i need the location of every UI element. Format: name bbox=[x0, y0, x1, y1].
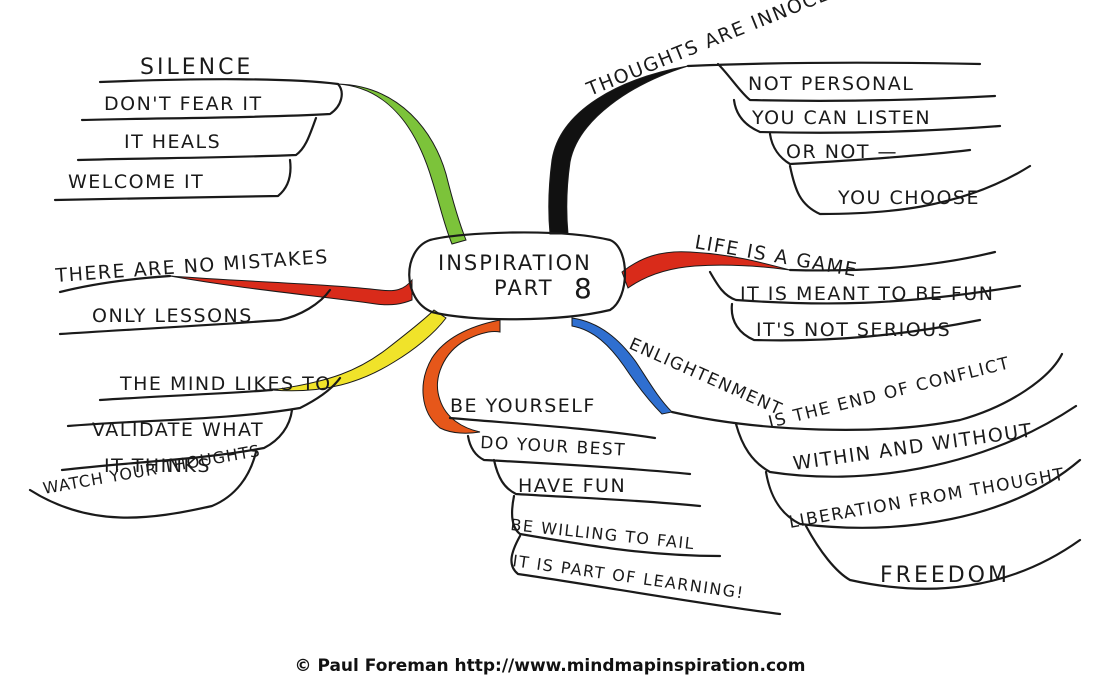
branch-mistakes-stroke bbox=[169, 275, 413, 306]
branch-silence-stroke bbox=[337, 83, 467, 245]
silence-title: SILENCE bbox=[140, 55, 253, 80]
yourself-lines bbox=[448, 416, 782, 616]
center-line2: PART bbox=[494, 276, 554, 300]
branch-thoughts: THOUGHTS ARE INNOCENT NOT PERSONAL YOU C… bbox=[583, 0, 1032, 216]
branch-yourself: BE YOURSELF DO YOUR BEST HAVE FUN BE WIL… bbox=[448, 395, 782, 616]
silence-item-3: WELCOME IT bbox=[68, 171, 204, 193]
center-bubble bbox=[408, 231, 627, 321]
silence-item-1: DON'T FEAR IT bbox=[104, 93, 263, 115]
thoughts-item-1: NOT PERSONAL bbox=[748, 73, 914, 95]
yourself-item-2: HAVE FUN bbox=[518, 475, 626, 497]
mistakes-lines bbox=[58, 274, 332, 336]
life-title: LIFE IS A GAME bbox=[693, 231, 859, 281]
silence-lines bbox=[53, 78, 343, 202]
thoughts-item-4: YOU CHOOSE bbox=[837, 187, 980, 209]
branch-enlightenment-stroke bbox=[571, 317, 674, 415]
yourself-item-1: DO YOUR BEST bbox=[480, 433, 627, 461]
enlightenment-item-3: FREEDOM bbox=[880, 563, 1010, 588]
mind-title: THE MIND LIKES TO bbox=[119, 373, 332, 395]
thoughts-item-2: YOU CAN LISTEN bbox=[751, 107, 931, 129]
mind-item-2: IT THINKS bbox=[104, 455, 211, 477]
branch-thoughts-stroke bbox=[548, 65, 689, 235]
life-lines bbox=[708, 250, 1022, 342]
life-item-2: IT'S NOT SERIOUS bbox=[756, 319, 951, 341]
mind-lines bbox=[28, 376, 342, 519]
branch-mind: THE MIND LIKES TO VALIDATE WHAT IT THINK… bbox=[28, 373, 342, 519]
life-item-1: IT IS MEANT TO BE FUN bbox=[740, 283, 994, 305]
branch-yourself-stroke bbox=[422, 319, 501, 434]
center-number: 8 bbox=[574, 272, 593, 305]
mind-item-1: VALIDATE WHAT bbox=[92, 419, 264, 441]
enlightenment-title-a: ENLIGHTENMENT bbox=[626, 334, 786, 420]
enlightenment-lines bbox=[670, 352, 1082, 590]
branch-mind-stroke bbox=[271, 309, 447, 392]
copyright-credit: © Paul Foreman http://www.mindmapinspira… bbox=[294, 656, 806, 676]
center-line1: INSPIRATION bbox=[438, 251, 592, 275]
thoughts-lines bbox=[686, 61, 1032, 216]
yourself-title: BE YOURSELF bbox=[450, 395, 596, 417]
branch-life: LIFE IS A GAME IT IS MEANT TO BE FUN IT'… bbox=[693, 231, 1022, 342]
enlightenment-title: IS THE END OF CONFLICT bbox=[766, 353, 1012, 433]
yourself-item-4: IT IS PART OF LEARNING! bbox=[511, 551, 745, 602]
branch-silence: SILENCE DON'T FEAR IT IT HEALS WELCOME I… bbox=[53, 55, 343, 202]
thoughts-item-3: OR NOT — bbox=[786, 141, 898, 163]
mistakes-title: THERE ARE NO MISTAKES bbox=[54, 246, 330, 287]
silence-item-2: IT HEALS bbox=[124, 131, 221, 153]
mistakes-item-1: ONLY LESSONS bbox=[92, 305, 253, 327]
